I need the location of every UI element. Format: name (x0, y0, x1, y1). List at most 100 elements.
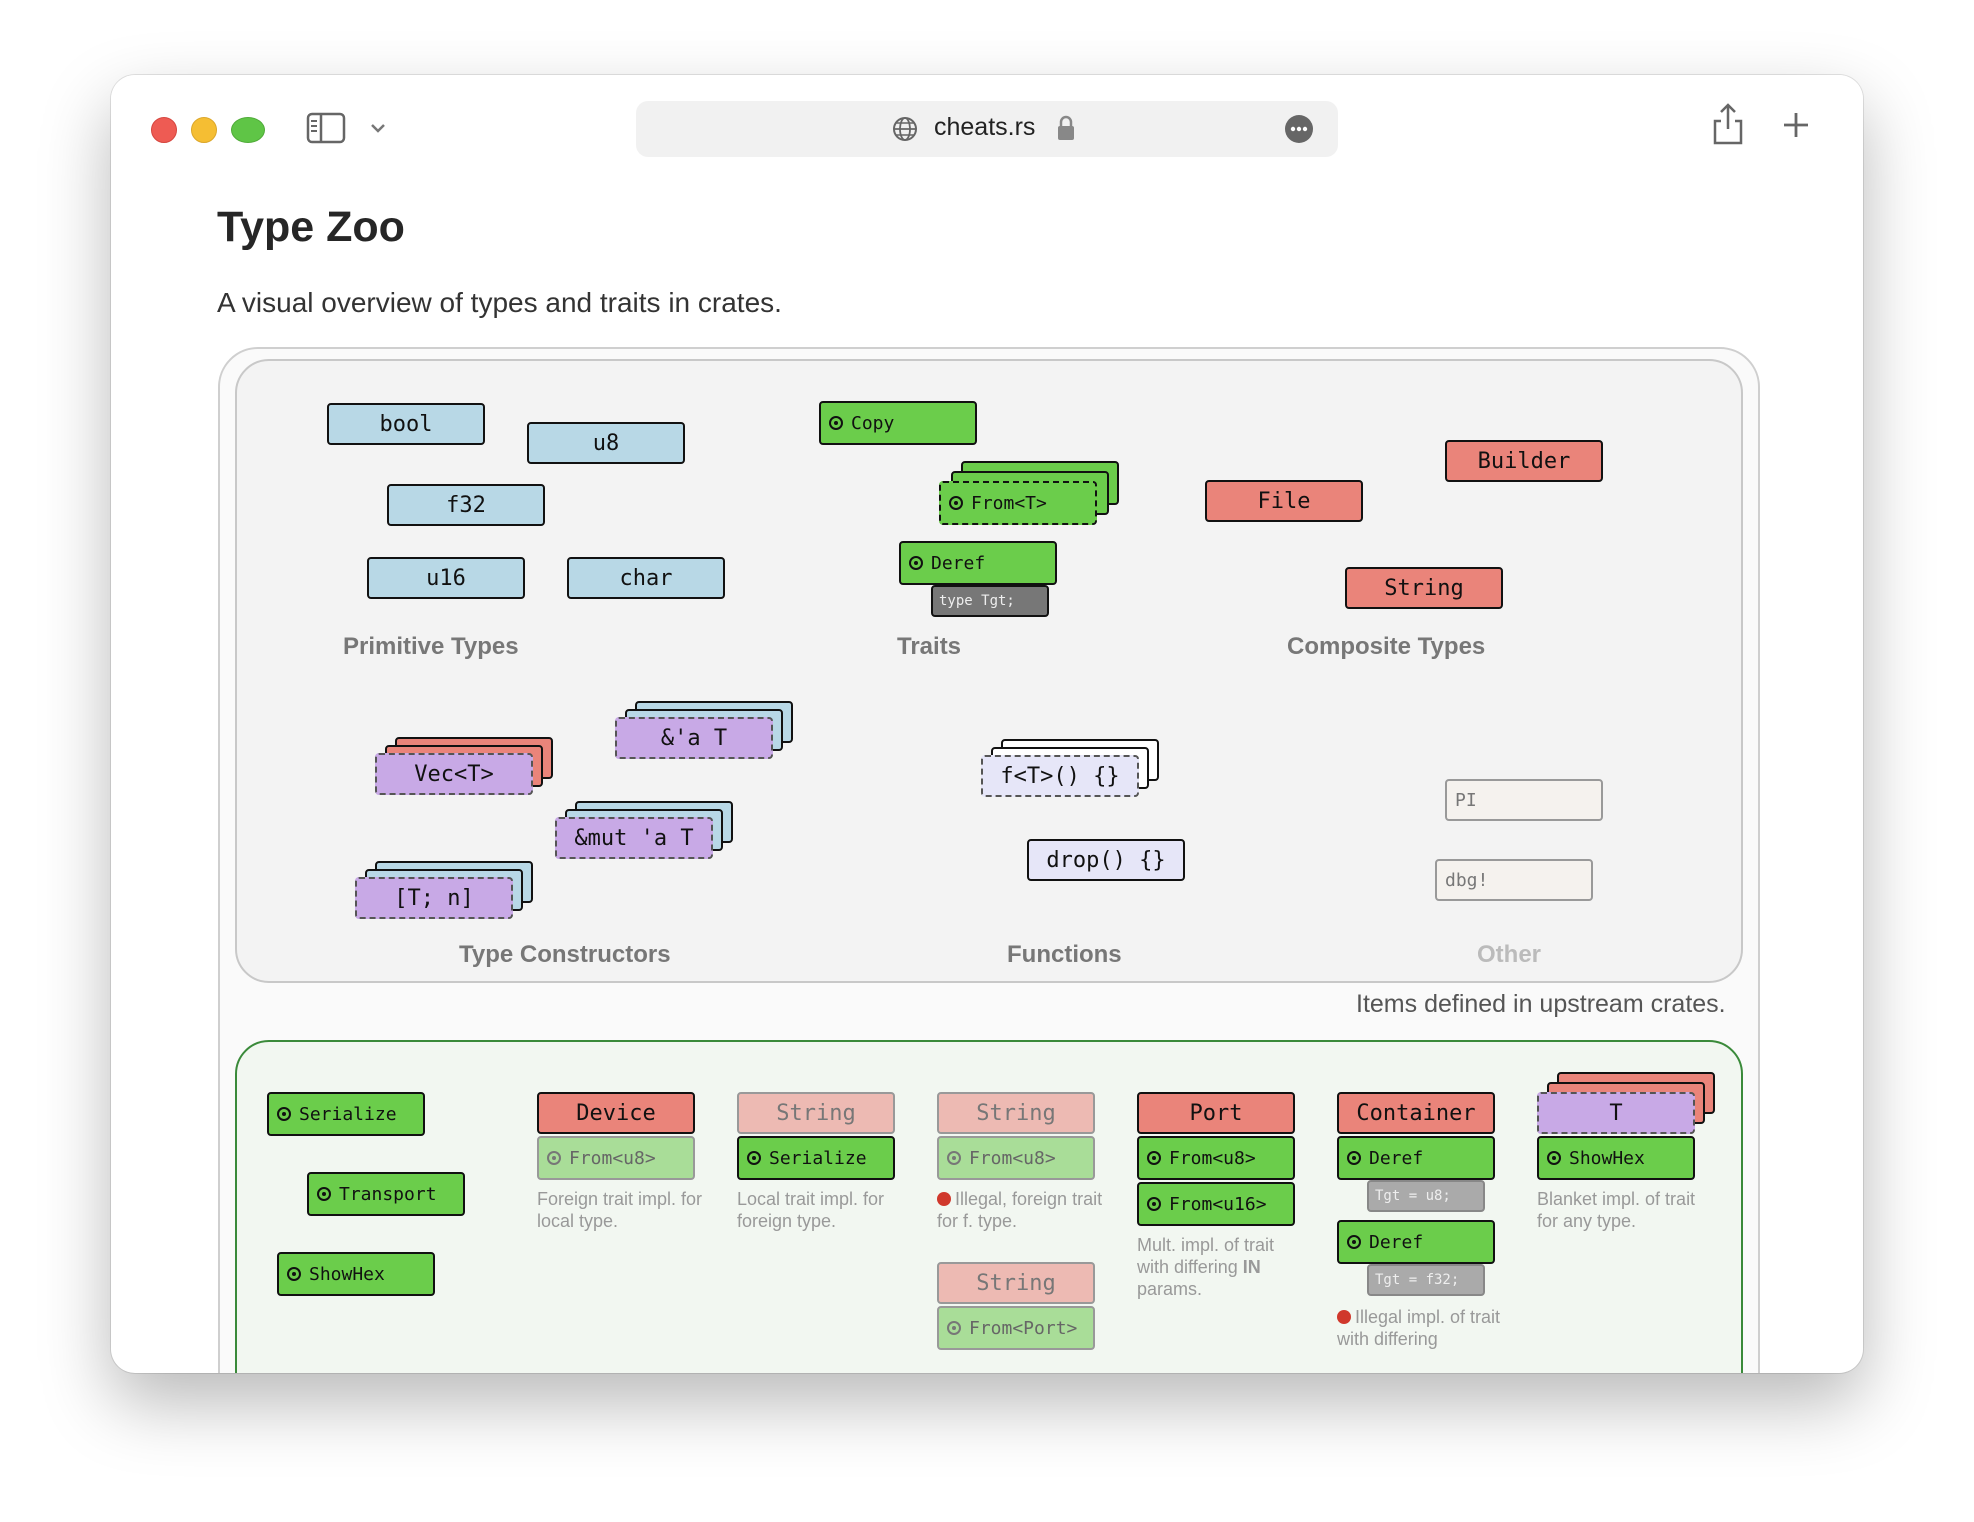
trait-icon (1147, 1197, 1161, 1211)
other-dbg-macro: dbg! (1435, 859, 1593, 901)
container-deref-impl-a: Deref (1337, 1136, 1495, 1180)
port-from-u8-label: From<u8> (1169, 1147, 1256, 1169)
primitive-char: char (567, 557, 725, 599)
other-pi: PI (1445, 779, 1603, 821)
blanket-caption: Blanket impl. of trait for any type. (1537, 1189, 1696, 1231)
blanket-showhex-impl: ShowHex (1537, 1136, 1695, 1180)
lock-icon (1058, 115, 1074, 140)
url-text: cheats.rs (934, 113, 1036, 141)
constructor-ref: &'a T (615, 717, 773, 759)
error-icon (1337, 1310, 1351, 1324)
port-from-u8-impl: From<u8> (1137, 1136, 1295, 1180)
local-trait-showhex-label: ShowHex (309, 1263, 385, 1285)
primitive-u8: u8 (527, 422, 685, 464)
container-caption-text: Illegal impl. of trait with differing (1337, 1307, 1501, 1349)
primitive-bool: bool (327, 403, 485, 445)
local-trait-showhex: ShowHex (277, 1252, 435, 1296)
port-caption: Mult. impl. of trait with differing IN p… (1137, 1234, 1307, 1300)
string-from-port-impl: From<Port> (937, 1306, 1095, 1350)
trait-icon (909, 556, 923, 570)
share-icon[interactable] (1711, 103, 1745, 145)
local-crate-panel: Serialize Transport ShowHex Device From<… (235, 1040, 1743, 1373)
port-type: Port (1137, 1092, 1295, 1134)
trait-icon (1347, 1235, 1361, 1249)
string-illegal-caption-text: Illegal, foreign trait for f. type. (937, 1189, 1103, 1231)
device-caption: Foreign trait impl. for local type. (537, 1189, 703, 1231)
page-content: Type Zoo A visual overview of types and … (111, 183, 1863, 1373)
string-serialize-impl: Serialize (737, 1136, 895, 1180)
trait-deref-label: Deref (931, 552, 986, 574)
port-from-u16-impl: From<u16> (1137, 1182, 1295, 1226)
trait-deref-assoc-type: type Tgt; (931, 585, 1049, 617)
constructor-array: [T; n] (355, 877, 513, 919)
local-trait-transport-label: Transport (339, 1183, 437, 1205)
port-caption-pre: Mult. impl. of trait with differing (1137, 1235, 1275, 1277)
sidebar-icon[interactable] (306, 111, 346, 145)
trait-icon (747, 1151, 761, 1165)
container-deref-impl-b: Deref (1337, 1220, 1495, 1264)
trait-from: From<T> (939, 481, 1097, 525)
string-type-b: String (937, 1092, 1095, 1134)
constructor-mut-ref: &mut 'a T (555, 817, 713, 859)
string-type-a: String (737, 1092, 895, 1134)
function-drop: drop() {} (1027, 839, 1185, 881)
close-window-button[interactable] (151, 117, 177, 143)
more-icon[interactable] (1284, 114, 1314, 144)
composite-string: String (1345, 567, 1503, 609)
local-trait-serialize-label: Serialize (299, 1103, 397, 1125)
string-serialize-label: Serialize (769, 1147, 867, 1169)
label-functions: Functions (1007, 941, 1122, 968)
port-from-u16-label: From<u16> (1169, 1193, 1267, 1215)
container-illegal-caption: Illegal impl. of trait with differing (1337, 1306, 1507, 1350)
local-trait-transport: Transport (307, 1172, 465, 1216)
browser-window: cheats.rs Type Zoo A visual overview of … (111, 75, 1863, 1373)
label-other: Other (1477, 941, 1542, 968)
blanket-type-t: T (1537, 1092, 1695, 1134)
globe-icon (893, 117, 917, 141)
trait-icon (947, 1321, 961, 1335)
local-trait-serialize: Serialize (267, 1092, 425, 1136)
title-bar: cheats.rs (111, 75, 1863, 183)
page-title: Type Zoo (217, 203, 405, 251)
constructor-vec: Vec<T> (375, 753, 533, 795)
string-illegal-caption: Illegal, foreign trait for f. type. (937, 1188, 1107, 1232)
trait-icon (547, 1151, 561, 1165)
zoom-window-button[interactable] (231, 117, 265, 143)
chevron-down-icon[interactable] (369, 119, 387, 137)
trait-icon (287, 1267, 301, 1281)
minimize-window-button[interactable] (191, 117, 217, 143)
upstream-note: Items defined in upstream crates. (1356, 990, 1726, 1018)
blanket-showhex-label: ShowHex (1569, 1147, 1645, 1169)
trait-icon (947, 1151, 961, 1165)
port-caption-post: params. (1137, 1279, 1203, 1299)
function-generic: f<T>() {} (981, 755, 1139, 797)
container-assoc-f32: Tgt = f32; (1367, 1264, 1485, 1296)
trait-icon (1347, 1151, 1361, 1165)
trait-copy: Copy (819, 401, 977, 445)
string-from-port-label: From<Port> (969, 1317, 1078, 1339)
error-icon (937, 1192, 951, 1206)
trait-icon (949, 496, 963, 510)
container-deref-label-b: Deref (1369, 1231, 1424, 1253)
page-subtitle: A visual overview of types and traits in… (217, 287, 782, 318)
device-from-u8-impl: From<u8> (537, 1136, 695, 1180)
label-traits: Traits (897, 633, 962, 660)
trait-icon (1547, 1151, 1561, 1165)
container-deref-label-a: Deref (1369, 1147, 1424, 1169)
port-caption-bold: IN (1242, 1257, 1261, 1277)
address-bar[interactable]: cheats.rs (636, 101, 1338, 157)
container-type: Container (1337, 1092, 1495, 1134)
device-impl-label: From<u8> (569, 1147, 656, 1169)
primitive-u16: u16 (367, 557, 525, 599)
plus-icon[interactable] (1781, 110, 1811, 140)
string-type-c: String (937, 1262, 1095, 1304)
composite-file: File (1205, 480, 1363, 522)
trait-copy-label: Copy (851, 412, 895, 434)
string-from-u8-label: From<u8> (969, 1147, 1056, 1169)
container-assoc-u8: Tgt = u8; (1367, 1180, 1485, 1212)
device-type: Device (537, 1092, 695, 1134)
primitive-f32: f32 (387, 484, 545, 526)
label-composite-types: Composite Types (1287, 633, 1486, 660)
trait-icon (277, 1107, 291, 1121)
trait-icon (317, 1187, 331, 1201)
